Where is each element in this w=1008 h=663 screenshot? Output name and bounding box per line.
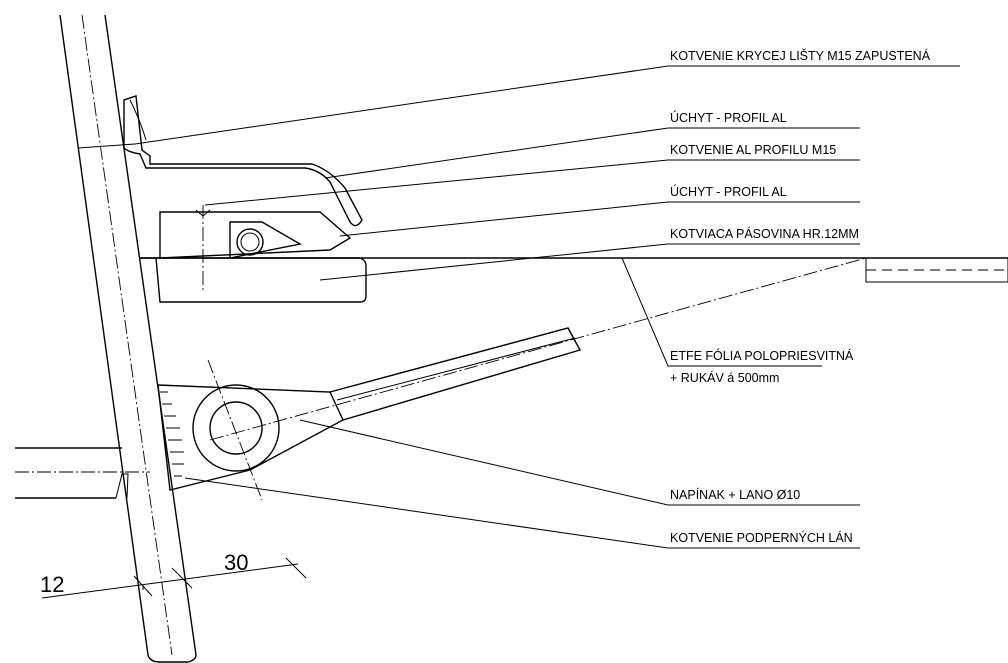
callout-anchor-flat-bar: KOTVIACA PÁSOVINA HR.12MM bbox=[670, 226, 859, 241]
left-beam bbox=[15, 447, 150, 499]
dimension-12: 12 bbox=[40, 572, 64, 597]
anchor-flat-bar bbox=[140, 257, 1008, 303]
inclined-wall bbox=[59, 14, 197, 663]
leader-lines bbox=[134, 65, 960, 549]
callout-al-profile-anchor: KOTVENIE AL PROFILU M15 bbox=[670, 143, 836, 157]
clamp-profile bbox=[159, 205, 352, 292]
cover-strip-profile bbox=[123, 95, 363, 227]
callout-sleeve: + RUKÁV á 500mm bbox=[670, 370, 779, 385]
cable-centerline bbox=[209, 257, 867, 441]
callout-grip-profile-2: ÚCHYT - PROFIL AL bbox=[670, 184, 787, 199]
wall-anchor-hatching bbox=[160, 391, 184, 477]
dimension-30: 30 bbox=[224, 550, 248, 575]
callout-tensioner-cable: NAPÍNAK + LANO Ø10 bbox=[670, 487, 800, 502]
callout-support-cable-anchor: KOTVENIE PODPERNÝCH LÁN bbox=[670, 530, 853, 545]
dimension-line bbox=[41, 557, 307, 599]
callout-etfe-foil: ETFE FÓLIA POLOPRIESVITNÁ bbox=[670, 348, 854, 363]
callout-cover-strip-anchor: KOTVENIE KRYCEJ LIŠTY M15 ZAPUSTENÁ bbox=[670, 48, 931, 63]
tensioner-assembly bbox=[157, 327, 582, 501]
callout-grip-profile-1: ÚCHYT - PROFIL AL bbox=[670, 110, 787, 125]
